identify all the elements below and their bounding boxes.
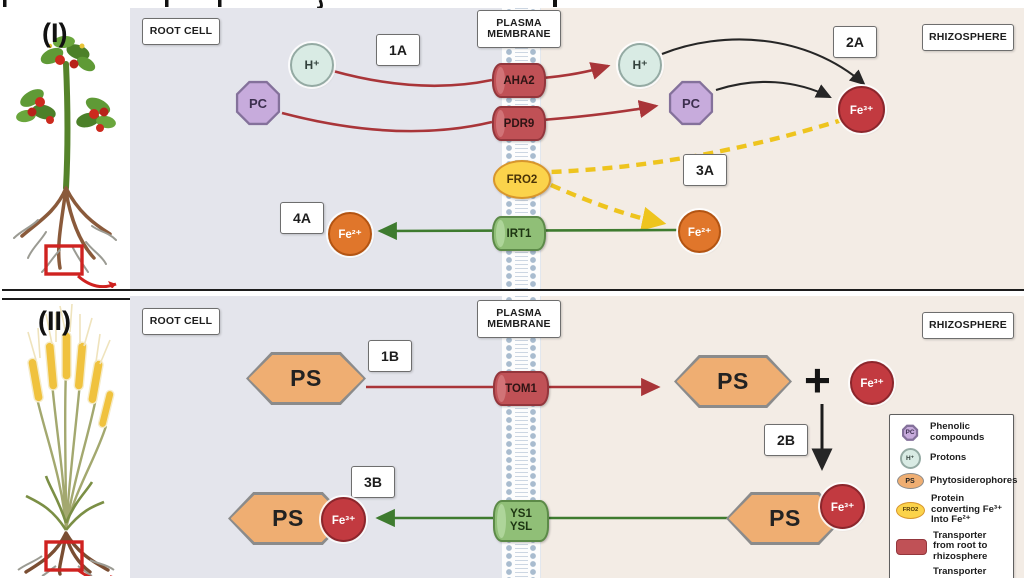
step-2B-badge: 2B	[764, 424, 808, 456]
ps-label: PS	[717, 368, 749, 394]
aha2-label: AHA2	[503, 74, 535, 87]
ps-label: PS	[272, 505, 304, 531]
red-transporter-icon	[896, 538, 927, 555]
wheat-spikes	[27, 331, 115, 429]
proton-icon: H⁺	[896, 447, 924, 469]
legend-label: Transporter from rhizosphere to root	[933, 566, 987, 578]
plasma-label-line2: MEMBRANE	[487, 318, 551, 330]
proton-icon-text: H⁺	[899, 447, 921, 469]
ps-icon-text: PS	[896, 473, 924, 490]
leaf-cluster-left	[16, 89, 56, 124]
ps-label: PS	[290, 365, 322, 391]
step-3B-badge: 3B	[351, 466, 395, 498]
legend-item-red-transporter: Transporter from root to rhizosphere	[896, 529, 1008, 563]
leaf-cluster-top	[40, 35, 96, 72]
proton-molecule-rhizosphere: H⁺	[618, 43, 662, 87]
wheat-awns	[27, 303, 111, 365]
tomato-plant-illustration	[13, 35, 117, 288]
tom1-label: TOM1	[505, 382, 537, 395]
cropped-caption-fragment	[3, 0, 557, 8]
section1-root-cell-label: ROOT CELL	[142, 18, 220, 45]
irt1-label: IRT1	[506, 227, 532, 240]
root-zoom-box	[44, 244, 84, 276]
ysl-label: YSL	[509, 521, 533, 533]
plasma-label-line1: PLASMA	[496, 306, 542, 319]
root-zoom-arrowhead	[110, 575, 113, 576]
fro2-icon-text: FRO2	[896, 501, 925, 519]
legend-item-protons: H⁺ Protons	[896, 447, 1008, 469]
plus-sign: +	[804, 354, 831, 406]
transporter-tom1: TOM1	[493, 371, 549, 406]
legend-label: Transporter from root to rhizosphere	[933, 529, 988, 563]
step-3A-badge: 3A	[683, 154, 727, 186]
legend-item-phytosiderophores: PS Phytosiderophores	[896, 473, 1017, 490]
section2-rhizosphere-label: RHIZOSPHERE	[922, 312, 1014, 339]
transporter-irt1: IRT1	[492, 216, 546, 251]
phenolic-compound-cytosol: PC	[235, 80, 281, 126]
step-4A-badge: 4A	[280, 202, 324, 234]
pc-icon-text: PC	[905, 429, 915, 437]
legend-label: Phytosiderophores	[930, 475, 1018, 487]
phytosiderophore-rhizosphere: PS	[674, 355, 792, 408]
proton-molecule-cytosol: H⁺	[290, 43, 334, 87]
phenolic-compound-rhizosphere: PC	[668, 80, 714, 126]
section2-root-cell-label: ROOT CELL	[142, 308, 220, 335]
fe3-bound-cytosol: Fe³⁺	[321, 497, 366, 542]
fro2-icon: FRO2	[896, 501, 925, 519]
pc-icon: PC	[896, 424, 924, 441]
reductase-fro2: FRO2	[493, 160, 551, 199]
legend-item-phenolic: PC Phenolic compounds	[896, 421, 1008, 443]
fe3-bound-rhizosphere: Fe³⁺	[820, 484, 865, 529]
fe2-ion-rhizosphere: Fe²⁺	[678, 210, 721, 253]
ps-label: PS	[769, 505, 801, 531]
root-zoom-box	[44, 540, 84, 572]
step-1A-badge: 1A	[376, 34, 420, 66]
section1-index-label: (I)	[42, 18, 68, 48]
step-1B-badge: 1B	[368, 340, 412, 372]
step-2A-badge: 2A	[833, 26, 877, 58]
plasma-label-line1: PLASMA	[496, 16, 542, 29]
section2-index-label: (II)	[38, 306, 71, 336]
plasma-label-line2: MEMBRANE	[487, 28, 551, 40]
transporter-ys1-ysl: YS1 YSL	[493, 500, 549, 542]
pdr9-label: PDR9	[503, 117, 535, 130]
fe2-ion-cytosol: Fe²⁺	[328, 212, 372, 256]
section1-plasma-membrane-label: PLASMA MEMBRANE	[477, 10, 561, 48]
legend-label: Protons	[930, 452, 967, 464]
legend-item-green-transporter: Transporter from rhizosphere to root	[896, 567, 1008, 578]
transporter-aha2: AHA2	[492, 63, 546, 98]
section2-plasma-membrane-label: PLASMA MEMBRANE	[477, 300, 561, 338]
root-zoom-arrowhead	[108, 281, 116, 288]
leaf-cluster-right	[76, 97, 116, 132]
fe3-ion-free: Fe³⁺	[850, 361, 894, 405]
fe3-ion-rhizosphere: Fe³⁺	[838, 86, 885, 133]
ps-icon: PS	[896, 473, 924, 490]
transporter-pdr9: PDR9	[492, 106, 546, 141]
legend-label: Protein converting Fe³⁺ Into Fe²⁺	[931, 492, 1003, 526]
pc-label: PC	[248, 95, 268, 111]
legend: PC Phenolic compounds H⁺ Protons PS Phyt…	[889, 414, 1017, 578]
pc-label: PC	[681, 95, 701, 111]
phytosiderophore-cytosol: PS	[246, 352, 366, 405]
wheat-plant-illustration	[17, 303, 115, 576]
legend-label: Phenolic compounds	[930, 421, 985, 443]
legend-item-fro2: FRO2 Protein converting Fe³⁺ Into Fe²⁺	[896, 492, 1008, 526]
ys1-label: YS1	[510, 508, 532, 521]
section1-rhizosphere-label: RHIZOSPHERE	[922, 24, 1014, 51]
